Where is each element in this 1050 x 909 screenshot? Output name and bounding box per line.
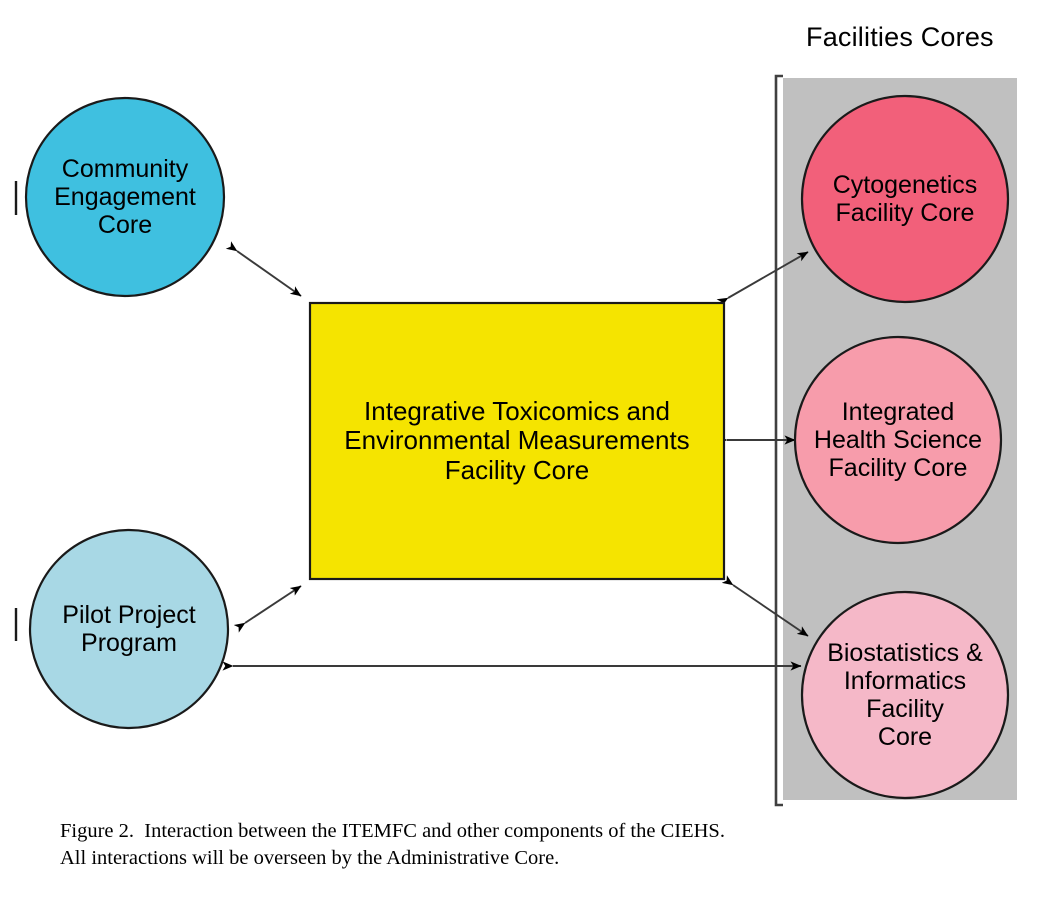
caption-line-2: All interactions will be overseen by the… [60, 847, 560, 870]
figure-caption: Figure 2. Interaction between the ITEMFC… [60, 818, 1020, 873]
arrow-itemfc-to-biostatistics [721, 575, 809, 637]
arrow-community-to-itemfc [225, 241, 302, 297]
pilot-project-program[interactable] [28, 528, 230, 730]
biostatistics-informatics-facility-core[interactable] [800, 590, 1010, 800]
integrated-health-science-facility-core[interactable] [793, 335, 1003, 545]
facilities-cores-title: Facilities Cores [806, 22, 994, 52]
community-engagement-core[interactable] [24, 96, 226, 298]
arrow-pilot-to-itemfc [233, 585, 302, 633]
itemfc-box[interactable] [308, 301, 726, 581]
arrow-itemfc-to-cytogenetics [716, 251, 809, 308]
cytogenetics-facility-core[interactable] [800, 94, 1010, 304]
caption-line-1: Figure 2. Interaction between the ITEMFC… [60, 820, 725, 842]
